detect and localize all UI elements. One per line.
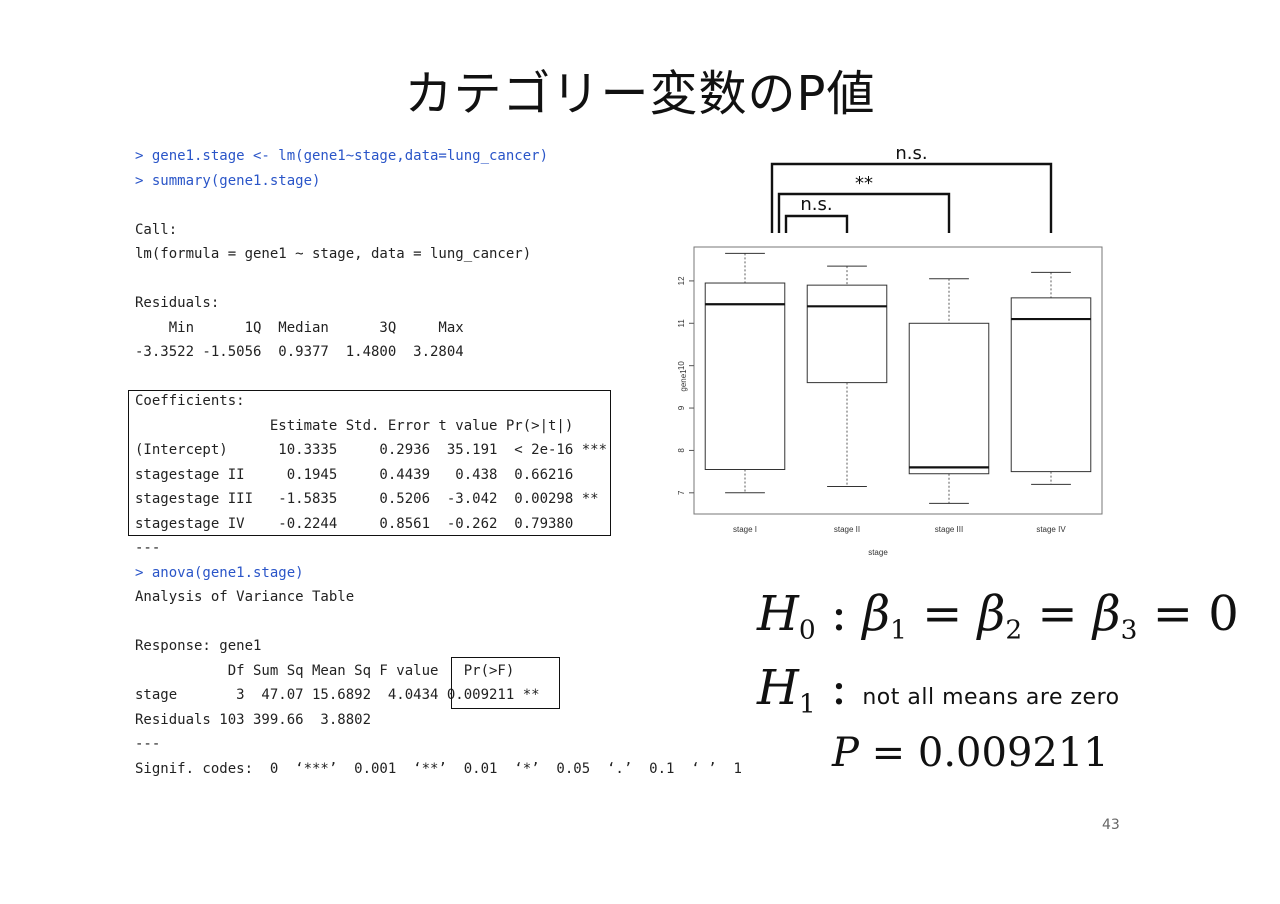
- p-value-highlight-box: [451, 657, 560, 709]
- console-output-line: stagestage IV -0.2244 0.8561 -0.262 0.79…: [135, 515, 608, 532]
- box-iqr: [704, 282, 786, 470]
- significance-label: n.s.: [800, 194, 832, 215]
- p-value-result: P = 0.009211: [832, 730, 1109, 776]
- box-iqr: [806, 284, 888, 384]
- console-command-line: > gene1.stage <- lm(gene1~stage,data=lun…: [135, 148, 549, 164]
- y-tick-label: 9: [677, 405, 686, 410]
- x-tick-label: stage IV: [1036, 525, 1066, 534]
- console-output-line: [135, 365, 742, 390]
- console-output-line: (Intercept) 10.3335 0.2936 35.191 < 2e-1…: [135, 442, 608, 458]
- x-tick-label: stage I: [733, 525, 757, 534]
- console-output-line: Residuals:: [135, 295, 220, 311]
- console-output-line: stagestage II 0.1945 0.4439 0.438 0.6621…: [135, 466, 608, 483]
- console-output-line: Min 1Q Median 3Q Max: [135, 319, 473, 336]
- r-console-output: > gene1.stage <- lm(gene1~stage,data=lun…: [135, 144, 742, 781]
- console-output-line: [135, 267, 742, 292]
- y-tick-label: 12: [677, 276, 686, 285]
- console-output-line: ---: [135, 540, 161, 556]
- console-output-line: Call:: [135, 221, 178, 238]
- y-axis-label: gene1: [679, 369, 688, 392]
- null-hypothesis: H0 : β1 = β2 = β3 = 0: [757, 586, 1239, 646]
- console-output-line: Residuals 103 399.66 3.8802: [135, 711, 532, 728]
- console-output-line: Response: gene1: [135, 638, 262, 654]
- box-iqr: [1010, 297, 1092, 473]
- y-tick-label: 8: [677, 448, 686, 453]
- console-output-line: lm(formula = gene1 ~ stage, data = lung_…: [135, 246, 532, 262]
- box-iqr: [908, 322, 990, 475]
- boxplot-chart: 7 8 9 10 11 12 gene1 stage I stage II stage III st…: [677, 143, 1103, 557]
- console-output-line: ---: [135, 736, 161, 752]
- console-output-line: [135, 610, 742, 635]
- console-output-line: Analysis of Variance Table: [135, 589, 355, 605]
- slide-title: カテゴリー変数のP値: [404, 66, 876, 122]
- console-output-line: Estimate Std. Error t value Pr(>|t|): [135, 417, 608, 434]
- significance-bracket: [784, 214, 849, 233]
- x-axis-label: stage: [868, 548, 888, 557]
- y-tick-label: 10: [677, 361, 686, 370]
- x-tick-label: stage II: [834, 525, 860, 534]
- y-tick-label: 7: [677, 490, 686, 495]
- significance-label: **: [855, 173, 873, 194]
- significance-bracket: [770, 162, 1053, 233]
- plot-frame: [693, 246, 1103, 515]
- console-output-line: -3.3522 -1.5056 0.9377 1.4800 3.2804: [135, 344, 473, 360]
- coefficients-highlight-box: [128, 390, 611, 536]
- y-tick-label: 11: [677, 319, 686, 328]
- console-output-line: Coefficients:: [135, 393, 245, 409]
- alternative-hypothesis-text: not all means are zero: [862, 685, 1120, 710]
- console-output-line: stage 3 47.07 15.6892 4.0434 0.009211 **: [135, 687, 540, 703]
- console-output-line: Signif. codes: 0 ‘***’ 0.001 ‘**’ 0.01 ‘…: [135, 760, 742, 777]
- console-output-line: stagestage III -1.5835 0.5206 -3.042 0.0…: [135, 491, 608, 507]
- console-command-line: > anova(gene1.stage): [135, 564, 304, 581]
- console-output-line: [135, 193, 742, 218]
- x-tick-label: stage III: [935, 525, 963, 534]
- console-command-line: > summary(gene1.stage): [135, 172, 321, 189]
- significance-label: n.s.: [895, 143, 927, 164]
- page-number: 43: [1102, 817, 1120, 833]
- console-output-line: Df Sum Sq Mean Sq F value Pr(>F): [135, 662, 540, 679]
- alternative-hypothesis: H1 : not all means are zero: [757, 660, 1120, 720]
- significance-bracket: [777, 192, 951, 233]
